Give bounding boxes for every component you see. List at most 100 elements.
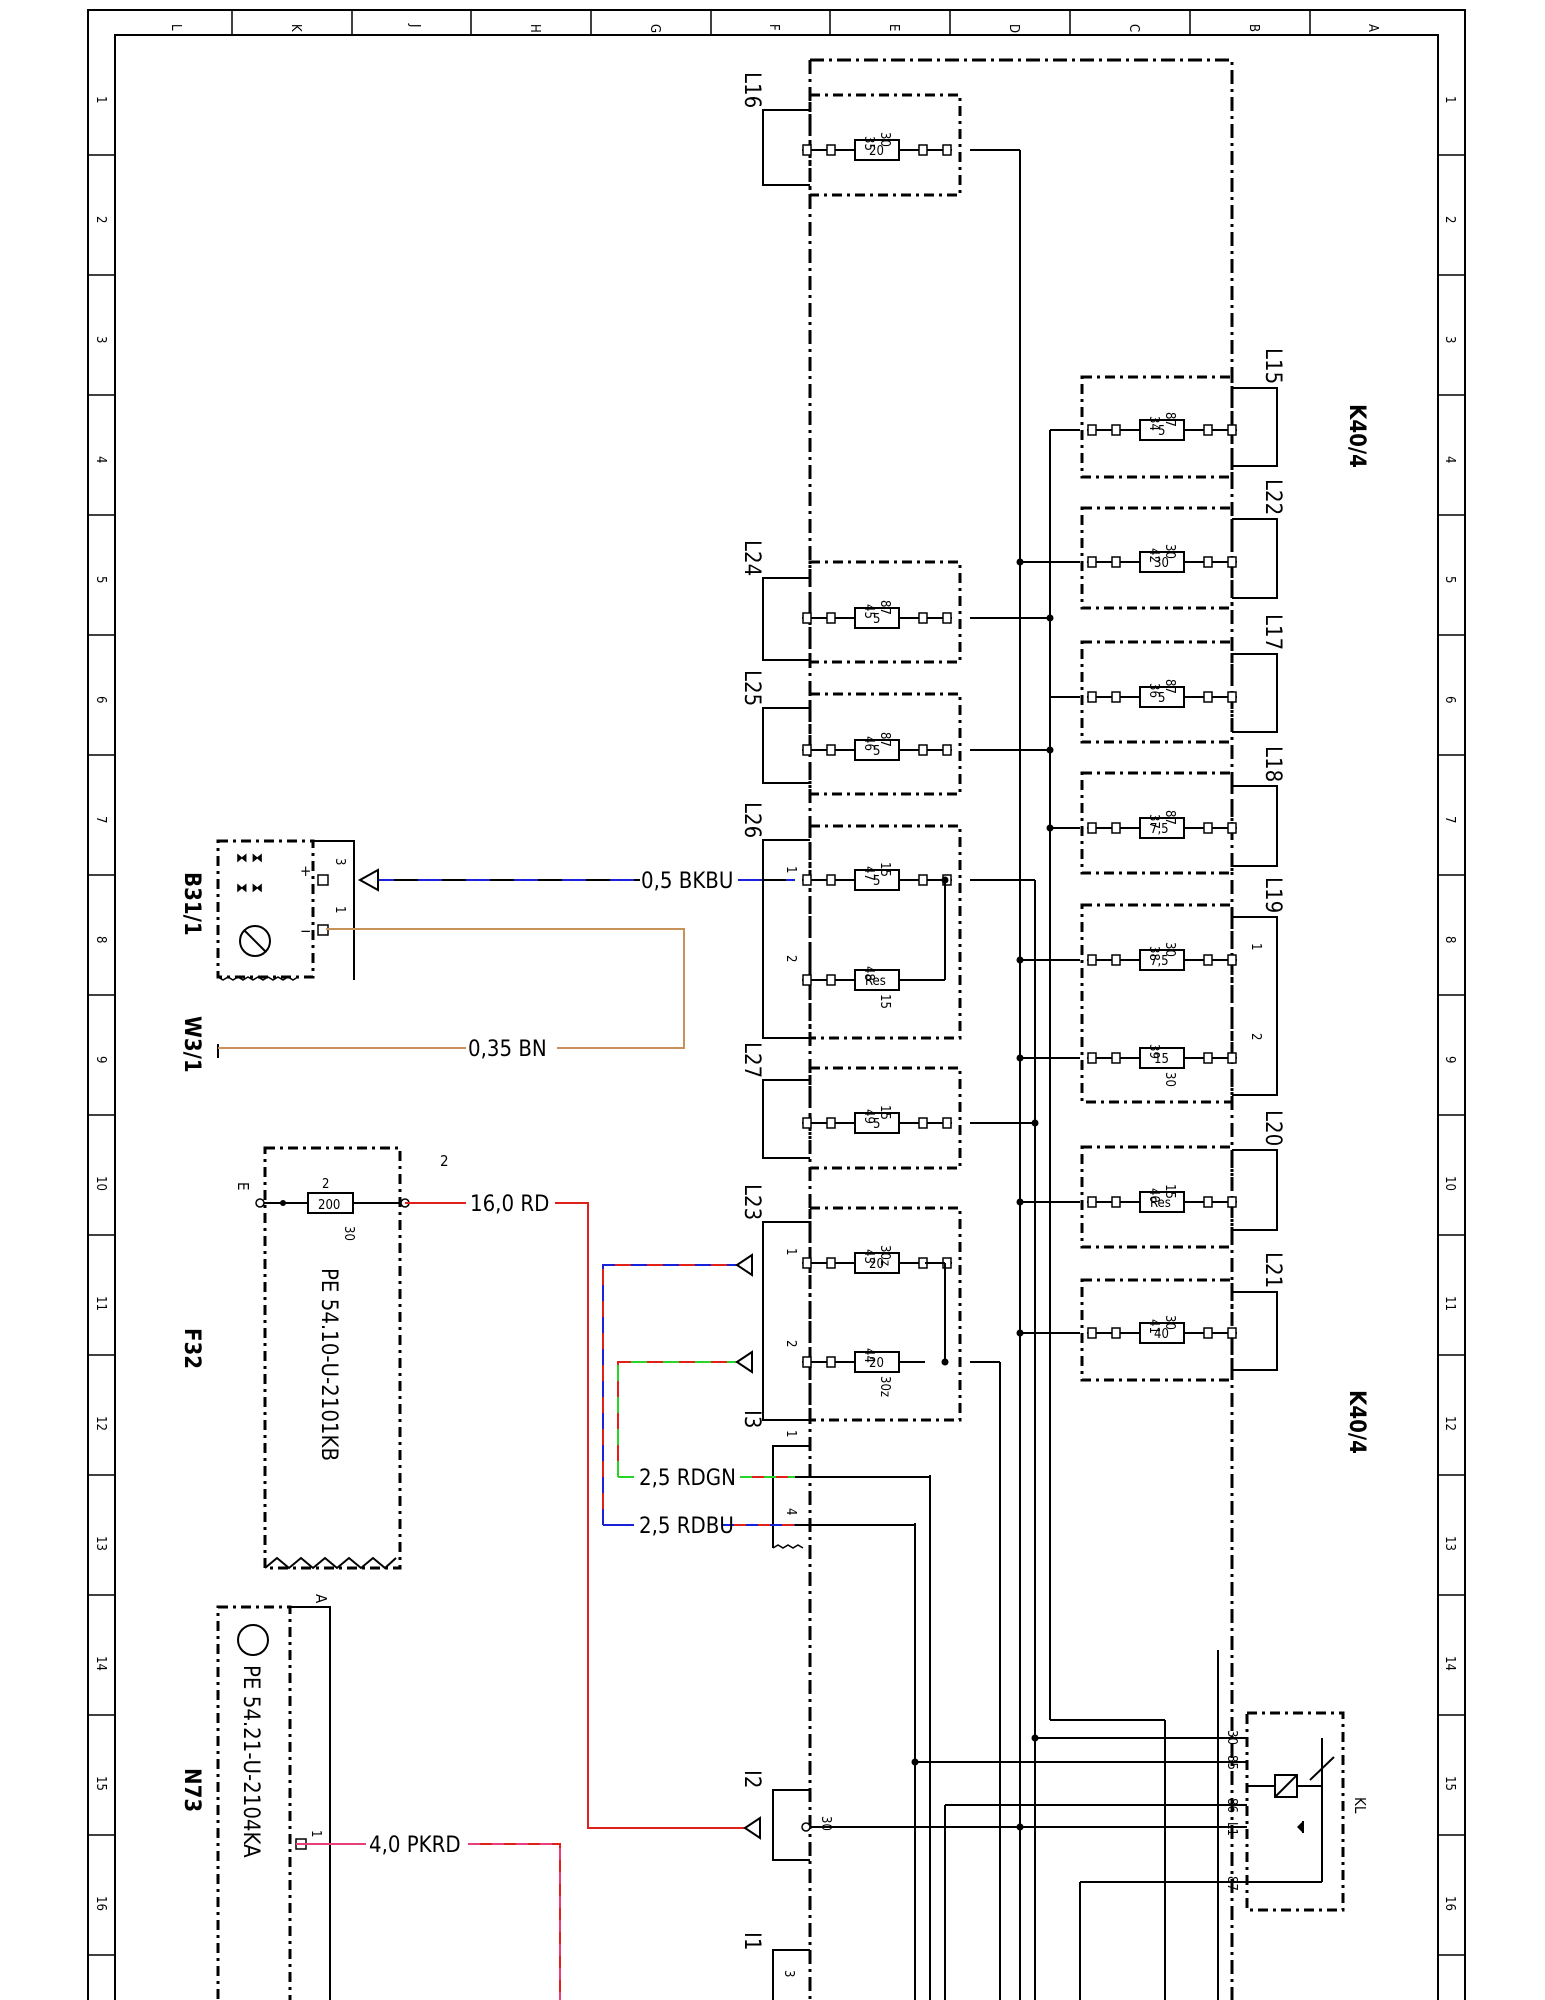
connector-labels: L16L15L22L17L18L19L20L21L24L25L26L27L23I… (739, 72, 1285, 1950)
grid-col-label: L (168, 24, 183, 31)
fuse-number: 36 (1146, 683, 1161, 698)
fuse-rating: 5 (873, 874, 880, 889)
connector-l17-bracket (1232, 653, 1278, 733)
grid-row-label-right: 13 (1442, 1536, 1457, 1551)
fuse-terminal: 30 (1162, 1315, 1177, 1330)
k40-module-outline (808, 58, 1234, 2000)
connector-label: L18 (1260, 746, 1285, 782)
relay-pin-l1: L1 (1224, 1822, 1239, 1836)
connector-label: L15 (1260, 348, 1285, 384)
pin-i1-3: 3 (781, 1970, 796, 1977)
fuse-rating: 20 (869, 1257, 884, 1272)
grid-row-label-left: 9 (93, 1056, 108, 1063)
fuse-rating: 5 (873, 744, 880, 759)
n73-reference: PE 54.21-U-2104KA (238, 1665, 263, 1858)
fuse-body (854, 1252, 900, 1274)
fuse-body (854, 139, 900, 161)
relay-pin-87: 87 (1224, 1876, 1239, 1891)
pin-i3-4: 4 (783, 1508, 798, 1515)
grid-col-label: J (407, 23, 422, 27)
grid-row-label-right: 11 (1442, 1296, 1457, 1311)
fuse-rating: 30 (1154, 556, 1169, 571)
grid-row-label-left: 1 (93, 96, 108, 103)
grid-row-label-left: 6 (93, 696, 108, 703)
connector-label: L27 (739, 1042, 764, 1078)
grid-col-label: B (1246, 24, 1261, 32)
grid-col-label: E (886, 24, 901, 31)
connector-label: L19 (1260, 877, 1285, 913)
fuse-terminal: 30 (1162, 942, 1177, 957)
drawing-frame (87, 9, 1466, 2000)
fuse-body (854, 607, 900, 629)
grid-row-label-left: 3 (93, 336, 108, 343)
connector-label: L20 (1260, 1110, 1285, 1146)
f32-fuse-term: 30 (341, 1226, 356, 1241)
grid-row-label-left: 10 (93, 1176, 108, 1191)
diode-glyph: ⧓ ⧓ (236, 881, 263, 896)
module-label-k40-top: K40/4 (1344, 404, 1369, 468)
f32-pin-2: 2 (440, 1152, 449, 1170)
relay-pin-85: 85 (1224, 1755, 1239, 1770)
f32-fuse-rating: 200 (318, 1198, 340, 1213)
grid-row-label-left: 14 (93, 1656, 108, 1671)
fuse-rating: 20 (869, 1356, 884, 1371)
grid-row-label-left: 11 (93, 1296, 108, 1311)
component-f32: 200 2 30 E 2 PE 54.10-U-2101KB F32 (179, 1146, 449, 1570)
fuse-rating: 5 (873, 612, 880, 627)
sensor-icon (239, 925, 271, 957)
right-fuse-wires (1020, 429, 1080, 1334)
pin-b31-1: 1 (332, 906, 347, 913)
pin-b31-3: 3 (332, 858, 347, 865)
fuse-number: 44 (861, 1348, 876, 1363)
connector-l15-bracket (1232, 387, 1278, 467)
connector-l27-bracket (762, 1079, 810, 1159)
fuse-body (854, 1351, 900, 1373)
fuse-terminal: 15 (877, 994, 892, 1009)
fuse-body (854, 869, 900, 891)
fuse-body (1139, 419, 1185, 441)
grid-row-label-right: 10 (1442, 1176, 1457, 1191)
fuse-terminal: 30 (1162, 1072, 1177, 1087)
ground-w3-1: W3/1 (179, 1016, 219, 1073)
grid-row-label-right: 6 (1442, 696, 1457, 703)
connector-label: L25 (739, 670, 764, 706)
fuse-number: 43 (861, 1249, 876, 1264)
grid-row-label-left: 16 (93, 1896, 108, 1911)
f32-terminal-e: E (234, 1182, 252, 1191)
label-n73: N73 (179, 1768, 204, 1812)
pin-b31-plus: + (300, 862, 311, 880)
fuse-number: 37 (1146, 814, 1161, 829)
grid-col-label: A (1365, 24, 1380, 32)
fuse-rating: 7,5 (1150, 954, 1169, 969)
relay-pin-30: 30 (1224, 1730, 1239, 1745)
fuse-terminal: 87 (877, 600, 892, 615)
grid-column-labels: L K J H G F E D C B A (168, 23, 1380, 33)
connector-l18-bracket (1232, 785, 1278, 867)
connector-label: I3 (739, 1410, 764, 1428)
grid-row-label-right: 2 (1442, 216, 1457, 223)
fuse-number: 40 (1146, 1188, 1161, 1203)
grid-row-label-right: 8 (1442, 936, 1457, 943)
grid-col-label: H (527, 24, 542, 33)
connector-label: L23 (739, 1184, 764, 1220)
fuse-body (1139, 551, 1185, 573)
pin-l26-2: 2 (783, 955, 798, 962)
connector-l20-bracket (1232, 1149, 1278, 1231)
relay-kl: 30 85 86 L1 87 KL (915, 1711, 1369, 1912)
fuse-terminal: 87 (1162, 412, 1177, 427)
relay-pin-86: 86 (1224, 1798, 1239, 1813)
wire-label-pkrd: 4,0 PKRD (369, 1833, 461, 1858)
pin-l23-2: 2 (783, 1340, 798, 1347)
wire-label-rdbu: 2,5 RDBU (639, 1514, 734, 1539)
fuse-body (1139, 949, 1185, 971)
grid-row-label-right: 5 (1442, 576, 1457, 583)
connector-label: L22 (1260, 479, 1285, 515)
fuse-terminal: 15 (877, 1105, 892, 1120)
